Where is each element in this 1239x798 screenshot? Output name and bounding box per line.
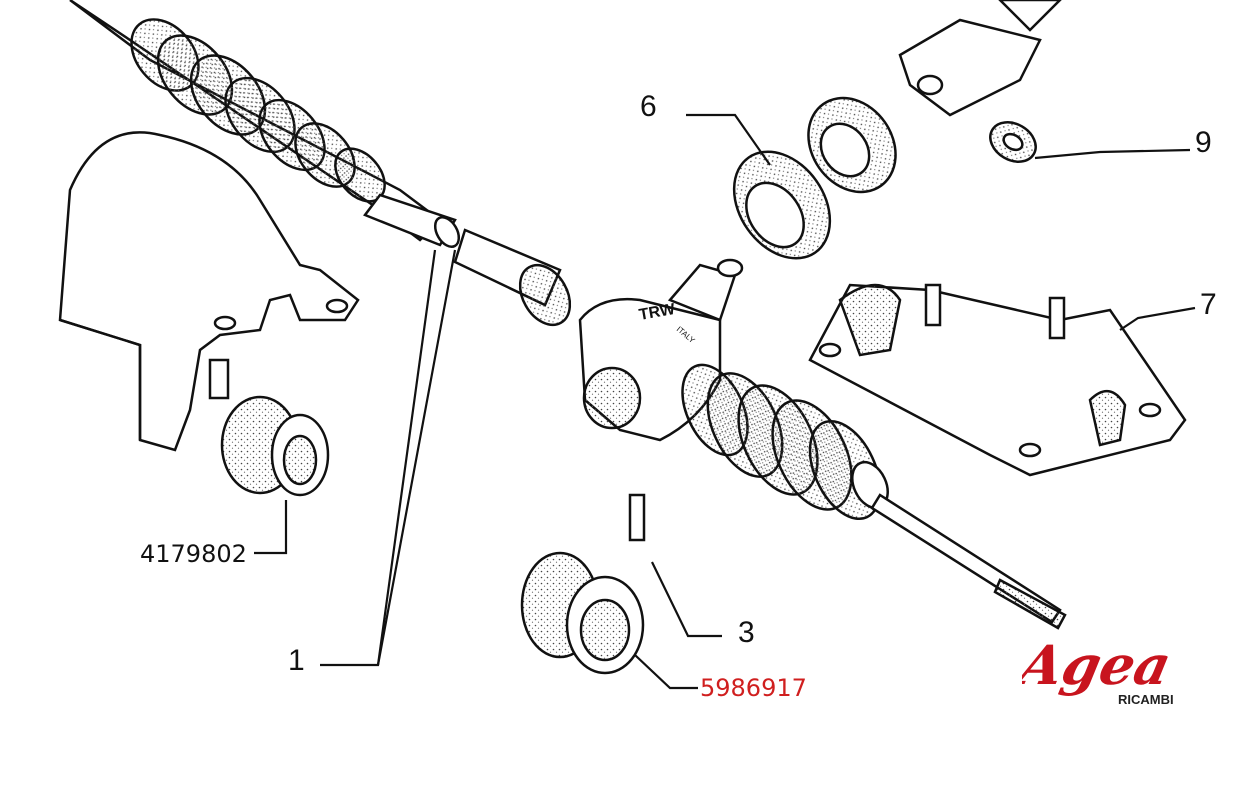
steering-box-housing: TRW ITALY <box>578 258 744 442</box>
part-code-4179802: 4179802 <box>140 540 247 568</box>
brand-name: Agea <box>1022 634 1177 697</box>
housing-marking: TRW <box>638 301 677 324</box>
seal-rings <box>732 96 897 260</box>
callout-7: 7 <box>1200 288 1217 321</box>
mounting-bracket <box>808 283 1187 477</box>
callout-9: 9 <box>1195 126 1212 159</box>
lower-boot-bellows <box>681 363 889 521</box>
right-bushing <box>520 493 646 675</box>
rack-tube <box>363 193 572 327</box>
universal-joint <box>898 0 1062 117</box>
agea-ricambi-logo: Agea RICAMBI <box>1022 634 1177 707</box>
tie-rod <box>870 493 1067 630</box>
callout-1: 1 <box>288 644 305 677</box>
callout-3: 3 <box>738 616 755 649</box>
leader-lines <box>254 113 1196 690</box>
left-mounting-cover <box>58 131 360 452</box>
upper-boot-bellows <box>69 0 442 242</box>
part-code-5986917[interactable]: 5986917 <box>700 674 807 702</box>
brand-tagline: RICAMBI <box>1118 692 1174 707</box>
washer <box>989 121 1037 163</box>
left-bushing <box>208 358 330 497</box>
callout-6: 6 <box>640 90 657 123</box>
